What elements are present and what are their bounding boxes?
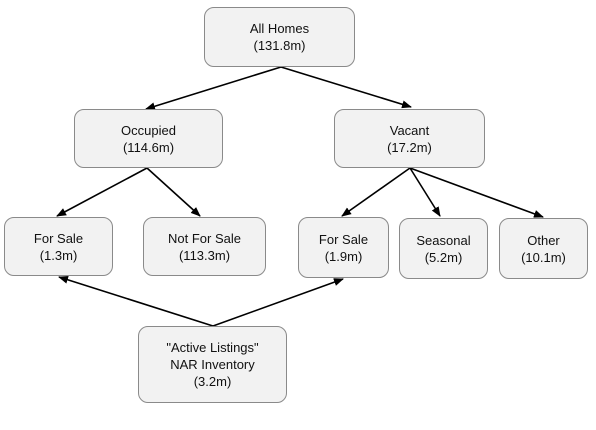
node-all-homes: All Homes (131.8m) [204, 7, 355, 67]
node-vacant-for-sale: For Sale (1.9m) [298, 217, 389, 278]
arrow-all-homes-to-occupied [145, 66, 282, 111]
node-occupied-not-for-sale: Not For Sale (113.3m) [143, 217, 266, 276]
node-other-value: (10.1m) [521, 249, 566, 265]
node-not-for-sale-value: (113.3m) [178, 247, 231, 263]
node-occupied-for-sale-value: (1.3m) [39, 247, 78, 263]
node-occupied: Occupied (114.6m) [74, 109, 223, 168]
node-seasonal: Seasonal (5.2m) [399, 218, 488, 279]
node-not-for-sale-label: Not For Sale [168, 230, 241, 246]
node-all-homes-label: All Homes [249, 21, 310, 36]
node-all-homes-value: (131.8m) [253, 38, 306, 53]
arrow-occupied-to-not-for-sale [146, 167, 201, 217]
arrow-vacant-to-other [409, 167, 544, 218]
node-vacant-value: (17.2m) [387, 139, 432, 155]
arrow-occupied-to-for-sale [56, 167, 148, 217]
node-seasonal-value: (5.2m) [424, 249, 463, 265]
node-active-listings-line1: "Active Listings" [166, 340, 259, 355]
node-vacant-label: Vacant [389, 122, 430, 138]
node-vacant: Vacant (17.2m) [334, 109, 485, 168]
node-vacant-for-sale-value: (1.9m) [324, 248, 363, 264]
node-vacant-for-sale-label: For Sale [318, 231, 369, 247]
arrow-vacant-to-seasonal [409, 167, 441, 217]
node-occupied-value: (114.6m) [122, 139, 175, 155]
arrow-active-listings-to-vacant-for-sale [212, 278, 344, 327]
node-seasonal-label: Seasonal [416, 232, 471, 248]
arrow-all-homes-to-vacant [280, 66, 412, 109]
node-active-listings: "Active Listings" NAR Inventory (3.2m) [138, 326, 287, 403]
arrow-vacant-to-for-sale [341, 167, 411, 217]
arrow-active-listings-to-occupied-for-sale [58, 275, 214, 327]
node-active-listings-value: (3.2m) [193, 374, 232, 389]
node-occupied-label: Occupied [121, 122, 176, 138]
node-occupied-for-sale: For Sale (1.3m) [4, 217, 113, 276]
node-other: Other (10.1m) [499, 218, 588, 279]
node-occupied-for-sale-label: For Sale [33, 230, 84, 246]
node-active-listings-line2: NAR Inventory [170, 357, 255, 372]
node-other-label: Other [527, 232, 560, 248]
